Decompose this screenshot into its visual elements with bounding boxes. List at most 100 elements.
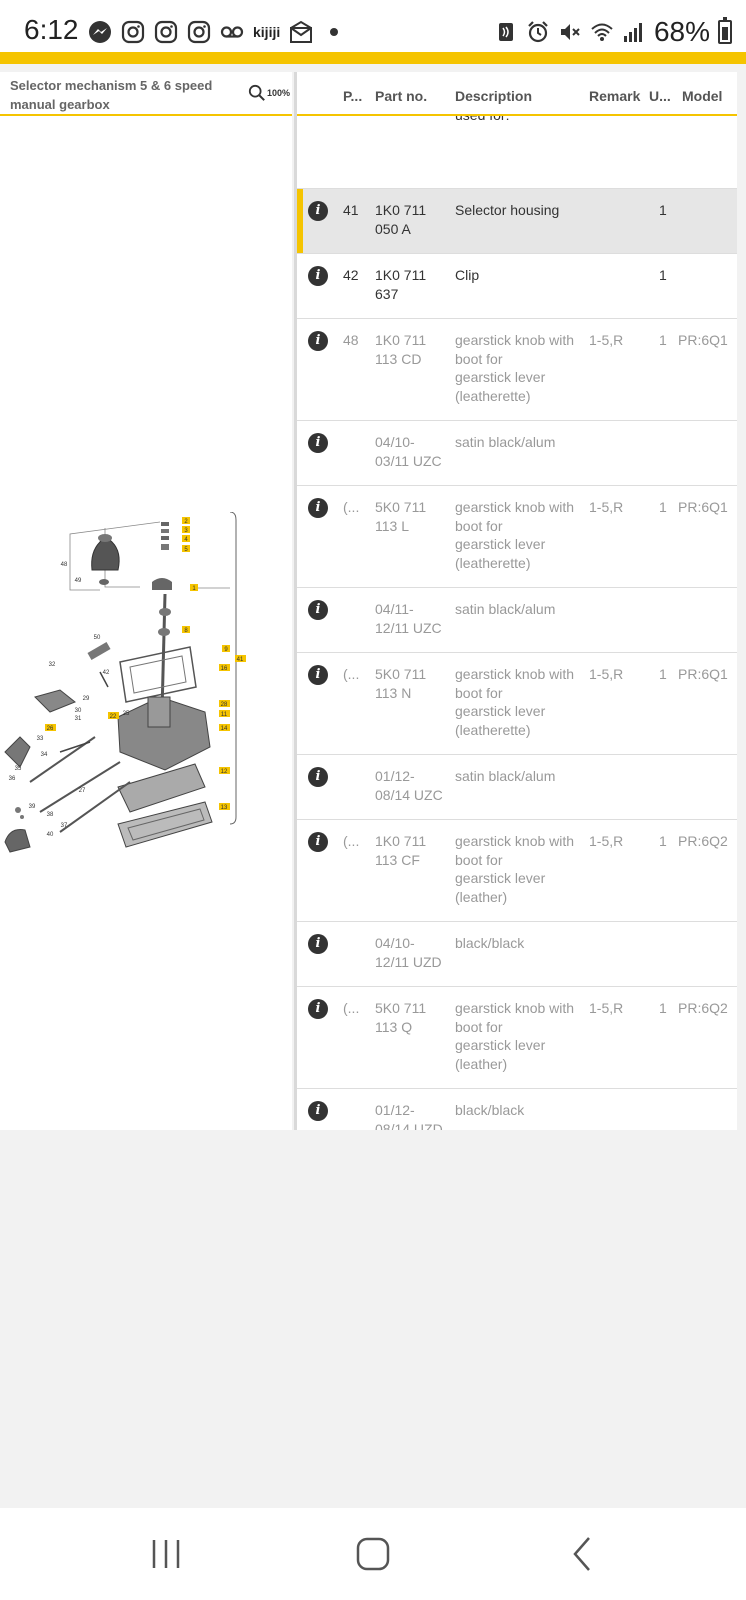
diagram-label[interactable]: 4	[184, 537, 188, 543]
magnifier-icon	[248, 84, 265, 101]
info-icon[interactable]: i	[308, 1101, 328, 1121]
info-icon[interactable]: i	[308, 498, 328, 518]
diagram-label[interactable]: 28	[221, 702, 228, 708]
col-header-remark[interactable]: Remark	[589, 88, 641, 104]
diagram-label[interactable]: 2	[184, 519, 188, 525]
diagram-label[interactable]: 22	[110, 714, 117, 720]
quantity-cell: 1	[659, 267, 667, 283]
back-icon	[573, 1537, 590, 1571]
diagram-label[interactable]: 11	[221, 712, 228, 718]
dot-icon	[330, 28, 339, 36]
recent-apps-icon	[152, 1540, 180, 1568]
part-number-cell: 04/11- 12/11 UZC	[375, 601, 442, 636]
remark-cell: 1-5,R	[589, 666, 624, 682]
quantity-cell: 1	[659, 202, 667, 218]
diagram-label[interactable]: 39	[29, 804, 36, 810]
diagram-label[interactable]: 35	[15, 766, 22, 772]
info-icon[interactable]: i	[308, 934, 328, 954]
info-icon[interactable]: i	[308, 665, 328, 685]
col-header-model[interactable]: Model	[682, 88, 723, 104]
info-icon[interactable]: i	[308, 201, 328, 221]
mute-icon	[558, 20, 582, 44]
back-button[interactable]	[563, 1534, 603, 1574]
diagram-label[interactable]: 8	[184, 628, 188, 634]
diagram-label[interactable]: 34	[41, 752, 48, 758]
diagram-label[interactable]: 32	[49, 662, 56, 668]
signal-icon	[622, 20, 646, 44]
diagram-label[interactable]: 1	[192, 586, 196, 592]
diagram-label[interactable]: 9	[224, 647, 228, 653]
diagram-label[interactable]: 33	[37, 736, 44, 742]
diagram-label[interactable]: 27	[79, 788, 86, 794]
diagram-label[interactable]: 36	[9, 776, 16, 782]
diagram-label[interactable]: 40	[47, 832, 54, 838]
info-icon[interactable]: i	[308, 331, 328, 351]
diagram-label[interactable]: 48	[61, 562, 68, 568]
col-header-pos[interactable]: P...	[343, 88, 363, 104]
model-cell: PR:6Q1	[678, 666, 728, 682]
zoom-button[interactable]: 100%	[248, 84, 290, 102]
col-header-qty[interactable]: U...	[649, 88, 671, 104]
col-header-desc[interactable]: Description	[455, 88, 533, 104]
diagram-label[interactable]: 26	[47, 726, 54, 732]
wifi-icon	[590, 20, 614, 44]
nfc-icon	[494, 20, 518, 44]
diagram-label[interactable]: 50	[94, 635, 101, 641]
info-icon[interactable]: i	[308, 266, 328, 286]
home-button[interactable]	[353, 1534, 393, 1574]
diagram-label[interactable]: 31	[75, 716, 82, 722]
diagram-label[interactable]: 12	[221, 769, 228, 775]
pos-cell: (...	[343, 666, 360, 682]
info-icon[interactable]: i	[308, 433, 328, 453]
info-icon[interactable]: i	[308, 999, 328, 1019]
diagram-label[interactable]: 13	[221, 805, 228, 811]
diagram-label[interactable]: 16	[221, 666, 228, 672]
diagram-label[interactable]: 42	[103, 670, 110, 676]
info-icon[interactable]: i	[308, 600, 328, 620]
info-icon[interactable]: i	[308, 767, 328, 787]
system-icons: 68%	[494, 16, 732, 48]
part-number-cell: 1K0 711 637	[375, 267, 427, 302]
notification-icons: kijiji	[88, 20, 339, 44]
kijiji-icon: kijiji	[253, 24, 281, 40]
diagram-label[interactable]: 38	[47, 812, 54, 818]
col-header-part[interactable]: Part no.	[375, 88, 428, 104]
diagram-label[interactable]: 37	[61, 823, 68, 829]
part-number-cell: 1K0 711 113 CF	[375, 833, 427, 868]
quantity-cell: 1	[659, 332, 667, 348]
part-number-cell: 01/12- 08/14 UZD	[375, 1102, 443, 1130]
panel-divider[interactable]	[294, 72, 297, 1130]
part-number-cell: 04/10- 12/11 UZD	[375, 935, 442, 970]
diagram-label[interactable]: 25	[123, 711, 130, 717]
diagram-label[interactable]: 30	[75, 708, 82, 714]
remark-cell: 1-5,R	[589, 499, 624, 515]
description-cell: gearstick knob with boot for gearstick l…	[455, 1000, 575, 1072]
description-cell: gearstick knob with boot for gearstick l…	[455, 666, 575, 738]
exploded-parts-diagram[interactable]: 2 3 4 5 1 9 41 16 28 11 14 12 13 50 42 3…	[0, 512, 292, 932]
diagram-label[interactable]: 29	[83, 696, 90, 702]
part-number-cell: 5K0 711 113 Q	[375, 1000, 427, 1035]
diagram-label[interactable]: 49	[75, 578, 82, 584]
recent-apps-button[interactable]	[146, 1534, 186, 1574]
model-cell: PR:6Q2	[678, 1000, 728, 1016]
part-number-cell: 1K0 711 050 A	[375, 202, 427, 237]
diagram-label[interactable]: 41	[237, 657, 244, 663]
diagram-label[interactable]: 5	[184, 547, 188, 553]
diagram-label[interactable]: 14	[221, 726, 228, 732]
description-cell: satin black/alum	[455, 434, 556, 450]
app-header-accent	[0, 52, 746, 64]
info-icon[interactable]: i	[308, 832, 328, 852]
diagram-label[interactable]: 3	[184, 528, 188, 534]
